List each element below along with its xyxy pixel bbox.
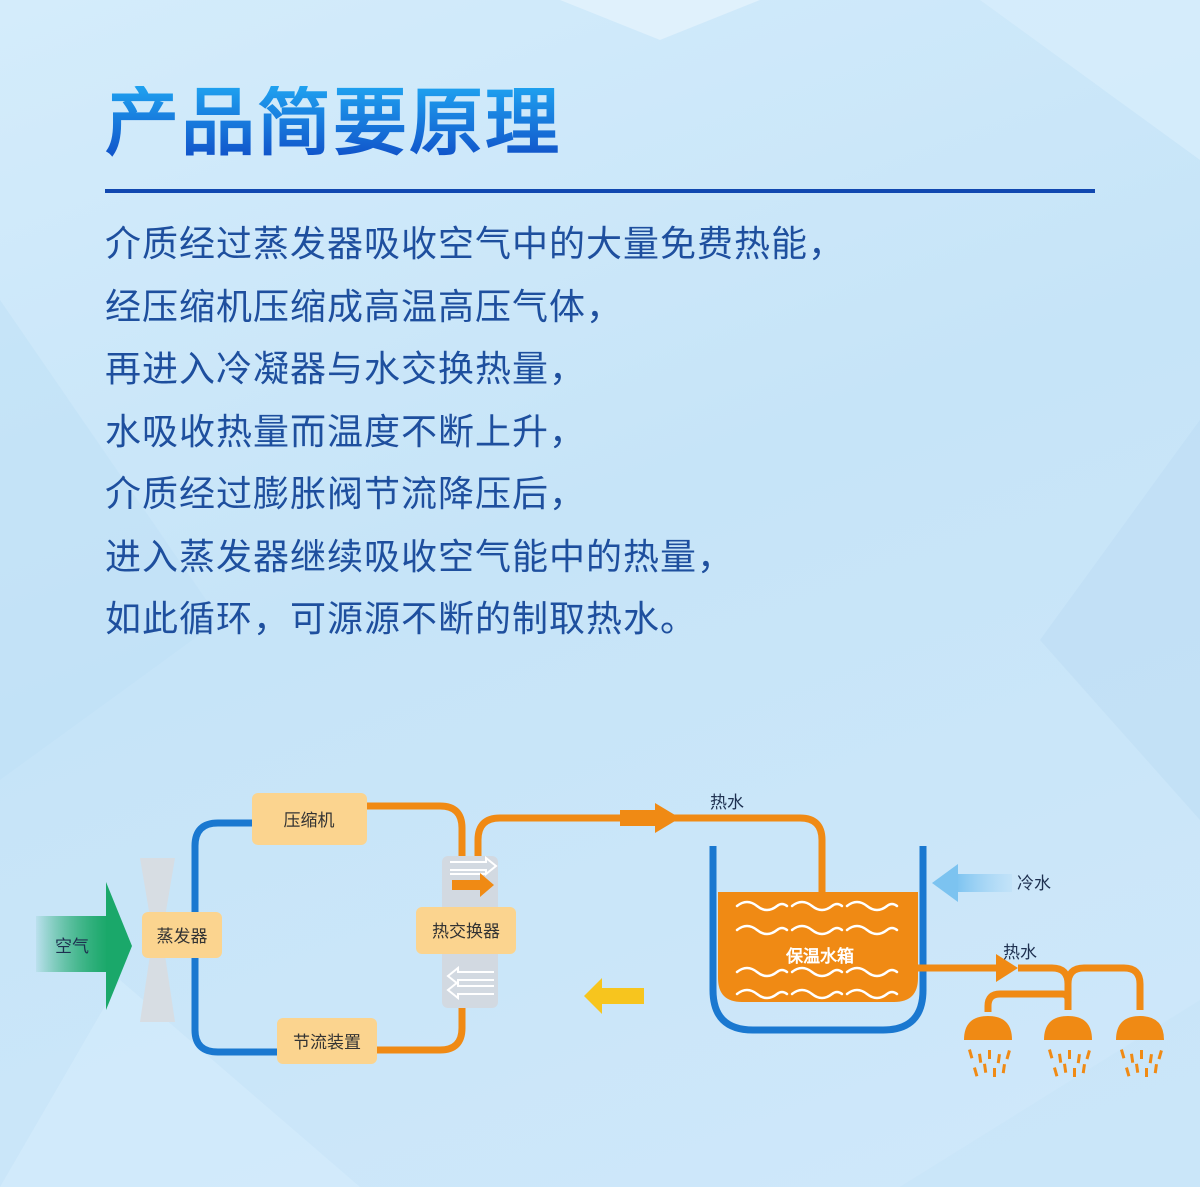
description-line: 介质经过蒸发器吸收空气中的大量免费热能， [105, 224, 846, 265]
hot-water-outlet-arrow-icon [996, 954, 1018, 982]
description-line: 经压缩机压缩成高温高压气体， [105, 286, 624, 328]
water-wave-icon [790, 900, 844, 912]
water-wave-icon [790, 988, 844, 1000]
compressor-label: 压缩机 [284, 811, 335, 831]
water-wave-icon [735, 988, 789, 1000]
heat-exchanger-label: 热交换器 [432, 922, 500, 942]
hot-water-arrow-icon [620, 803, 680, 833]
tank-label: 保温水箱 [785, 946, 854, 967]
throttle-label: 节流装置 [293, 1033, 361, 1053]
water-wave-icon [735, 900, 789, 912]
cold-water-arrow-icon [932, 864, 1012, 902]
air-arrow [36, 882, 132, 1010]
evaporator-box [142, 912, 222, 958]
hot-water-out-label: 热水 [1003, 943, 1037, 963]
water-wave-icon [845, 900, 899, 912]
hot-water-pipe [474, 814, 826, 892]
cold-water-label: 冷水 [1017, 874, 1051, 894]
throttle-box [277, 1018, 377, 1064]
shower-head-icon [964, 1016, 1012, 1077]
water-wave-icon [845, 924, 899, 936]
water-wave-icon [735, 966, 789, 978]
description-line: 介质经过膨胀阀节流降压后， [105, 474, 587, 515]
return-arrow-icon [584, 978, 644, 1014]
shower-head-icon [1116, 1016, 1164, 1077]
hot-water-top-label: 热水 [710, 793, 744, 813]
page-title: 产品简要原理 [105, 80, 561, 166]
compressor-box [252, 793, 367, 845]
shower-head-icon [1044, 1016, 1092, 1077]
title-divider [105, 189, 1095, 193]
description-line: 进入蒸发器继续吸收空气能中的热量， [105, 536, 735, 578]
description-line: 如此循环，可源源不断的制取热水。 [105, 599, 698, 640]
evaporator-label: 蒸发器 [157, 927, 208, 947]
air-label: 空气 [55, 937, 89, 957]
water-wave-icon [845, 988, 899, 1000]
water-wave-icon [845, 966, 899, 978]
water-wave-icon [735, 924, 789, 936]
shower-branch-pipe [984, 990, 1072, 1012]
description-line: 再进入冷凝器与水交换热量， [105, 349, 587, 390]
description: 介质经过蒸发器吸收空气中的大量免费热能， 经压缩机压缩成高温高压气体， 再进入冷… [105, 214, 1105, 652]
water-wave-icon [790, 966, 844, 978]
shower-distribution-pipe [1018, 964, 1144, 1010]
description-line: 水吸收热量而温度不断上升， [105, 411, 587, 453]
orange-pipe-compressor [366, 802, 466, 880]
orange-pipe-throttle [376, 985, 466, 1054]
heat-exchanger-box [416, 907, 516, 954]
insulated-water-tank [709, 846, 927, 1034]
water-wave-icon [790, 924, 844, 936]
